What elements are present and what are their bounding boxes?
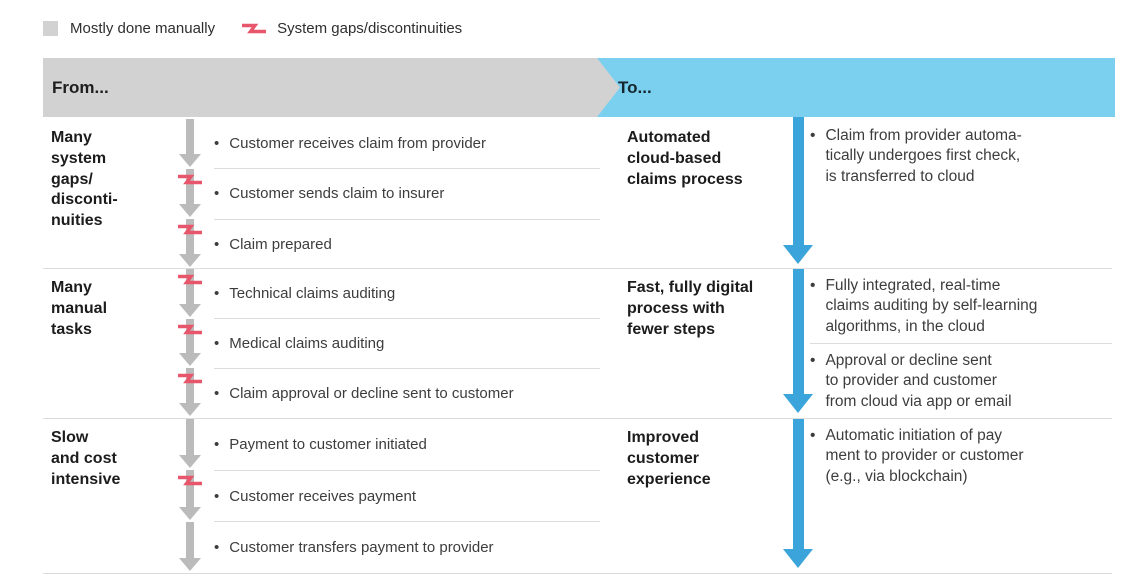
process-row-3: Slow and cost intensive • Payment to cust…: [0, 419, 1127, 573]
system-gap-icon: [177, 371, 203, 386]
bottom-divider: [43, 573, 1112, 574]
point-text: Fully integrated, real-time claims audit…: [825, 277, 1038, 335]
system-gap-icon: [241, 21, 267, 36]
system-gap-icon: [177, 222, 203, 237]
legend: Mostly done manually System gaps/discont…: [43, 20, 462, 37]
bullet-icon: •: [214, 135, 220, 153]
from-label: Slow and cost intensive: [51, 429, 121, 488]
list-item: • Medical claims auditing: [214, 319, 600, 369]
point-text: Automatic initiation of pay ment to prov…: [825, 427, 1024, 485]
to-points-list: • Fully integrated, real-time claims audi…: [810, 269, 1112, 418]
step-text: Customer receives payment: [229, 487, 417, 505]
list-item: • Customer transfers payment to provider: [214, 522, 600, 573]
bullet-icon: •: [214, 335, 220, 352]
to-points-list: • Automatic initiation of pay ment to pro…: [810, 419, 1112, 573]
list-item: • Automatic initiation of pay ment to pro…: [810, 419, 1112, 573]
from-steps-list: • Technical claims auditing • Medical clai…: [214, 269, 600, 418]
step-text: Claim prepared: [229, 235, 332, 253]
point-text: Claim from provider automa- tically unde…: [825, 127, 1022, 185]
step-text: Payment to customer initiated: [229, 435, 427, 453]
gray-down-arrow: [176, 470, 204, 521]
bullet-icon: •: [214, 385, 220, 402]
list-item: • Claim approval or decline sent to custo…: [214, 369, 600, 418]
from-steps-list: • Payment to customer initiated • Customer…: [214, 419, 600, 573]
from-label: Many system gaps/ disconti- nuities: [51, 129, 118, 230]
gray-arrow-column: [176, 119, 204, 269]
list-item: • Customer receives payment: [214, 471, 600, 523]
from-label: Many manual tasks: [51, 279, 108, 338]
list-item: • Approval or decline sent to provider an…: [810, 344, 1112, 418]
to-band-label: To...: [618, 77, 652, 97]
system-gap-icon: [177, 322, 203, 337]
bullet-icon: •: [214, 235, 220, 253]
list-item: • Customer sends claim to insurer: [214, 169, 600, 220]
to-label: Automated cloud-based claims process: [627, 129, 743, 188]
bullet-icon: •: [810, 277, 816, 294]
blue-down-arrow: [781, 269, 815, 418]
step-text: Claim approval or decline sent to custom…: [229, 385, 514, 402]
gray-down-arrow: [176, 219, 204, 269]
step-text: Customer sends claim to insurer: [229, 185, 445, 203]
from-band: From...: [43, 58, 620, 117]
list-item: • Payment to customer initiated: [214, 419, 600, 471]
step-text: Technical claims auditing: [229, 285, 396, 302]
bullet-icon: •: [810, 352, 816, 369]
process-row-2: Many manual tasks • Technical claims audi…: [0, 269, 1127, 418]
step-text: Customer receives claim from provider: [229, 135, 487, 153]
blue-down-arrow: [781, 419, 815, 573]
row-divider: [43, 418, 1112, 419]
legend-gaps-label: System gaps/discontinuities: [277, 20, 463, 37]
bullet-icon: •: [810, 427, 816, 444]
row-divider: [43, 268, 1112, 269]
gray-down-arrow: [176, 169, 204, 219]
to-points-list: • Claim from provider automa- tically und…: [810, 119, 1112, 269]
to-band: To...: [597, 58, 1115, 117]
gray-down-arrow: [176, 318, 204, 369]
from-band-label: From...: [52, 77, 109, 97]
legend-item-manual: Mostly done manually: [43, 20, 215, 37]
legend-manual-label: Mostly done manually: [70, 20, 216, 37]
bullet-icon: •: [214, 185, 220, 203]
bullet-icon: •: [214, 435, 220, 453]
list-item: • Customer receives claim from provider: [214, 119, 600, 170]
gray-down-arrow: [176, 521, 204, 573]
system-gap-icon: [177, 172, 203, 187]
gray-down-arrow: [176, 269, 204, 319]
list-item: • Claim from provider automa- tically und…: [810, 119, 1112, 269]
legend-item-gaps: System gaps/discontinuities: [241, 20, 462, 37]
bullet-icon: •: [214, 487, 220, 505]
gray-square-icon: [43, 21, 58, 36]
blue-down-arrow: [781, 116, 815, 269]
gray-arrow-column: [176, 269, 204, 418]
bullet-icon: •: [214, 285, 220, 302]
system-gap-icon: [177, 473, 203, 488]
process-row-1: Many system gaps/ disconti- nuities • Cus…: [0, 116, 1127, 269]
list-item: • Claim prepared: [214, 220, 600, 269]
bullet-icon: •: [214, 539, 220, 557]
list-item: • Fully integrated, real-time claims audi…: [810, 269, 1112, 344]
list-item: • Technical claims auditing: [214, 269, 600, 319]
to-label: Improved customer experience: [627, 429, 711, 488]
step-text: Medical claims auditing: [229, 335, 385, 352]
from-steps-list: • Customer receives claim from provider •…: [214, 119, 600, 269]
to-label: Fast, fully digital process with fewer s…: [627, 279, 754, 338]
step-text: Customer transfers payment to provider: [229, 539, 494, 557]
gray-down-arrow: [176, 119, 204, 169]
system-gap-icon: [177, 272, 203, 287]
gray-down-arrow: [176, 368, 204, 418]
gray-down-arrow: [176, 419, 204, 470]
gray-arrow-column: [176, 419, 204, 573]
bullet-icon: •: [810, 127, 816, 144]
point-text: Approval or decline sent to provider and…: [825, 352, 1012, 410]
